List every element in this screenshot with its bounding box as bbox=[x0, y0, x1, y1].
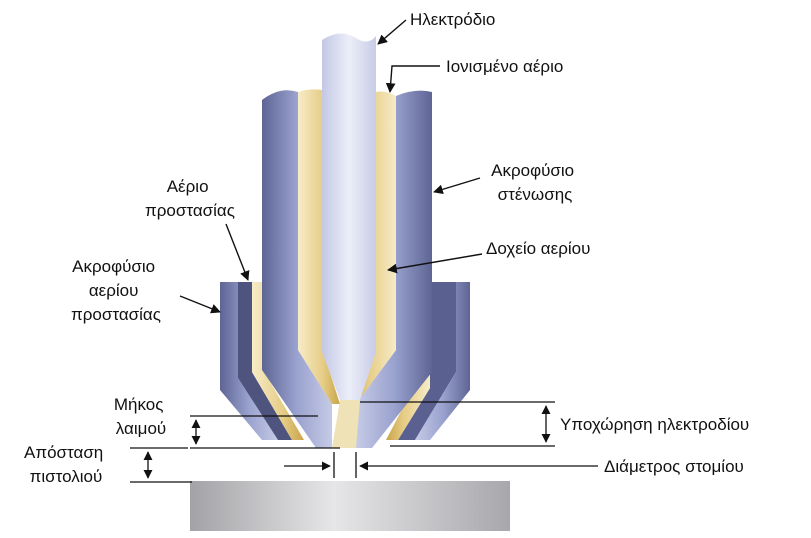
label-shielding-gas-line2: προστασίας bbox=[145, 201, 235, 220]
dimension-lines bbox=[130, 401, 598, 483]
label-electrode: Ηλεκτρόδιο bbox=[410, 10, 495, 29]
arc-plasma bbox=[332, 400, 360, 448]
label-standoff-distance-line2: πιστολιού bbox=[30, 467, 103, 486]
label-constricting-nozzle-line2: στένωσης bbox=[498, 185, 573, 204]
gas-cup bbox=[298, 89, 396, 404]
label-orifice-diameter: Διάμετρος στομίου bbox=[604, 457, 744, 476]
label-constricting-nozzle: Ακροφύσιο στένωσης bbox=[491, 161, 579, 204]
label-shielding-gas-line1: Αέριο bbox=[167, 177, 209, 196]
label-electrode-setback: Υποχώρηση ηλεκτροδίου bbox=[560, 415, 749, 434]
label-throat-length: Μήκος λαιμού bbox=[114, 395, 168, 438]
label-shielding-gas: Αέριο προστασίας bbox=[145, 177, 235, 220]
label-shielding-gas-nozzle-line1: Ακροφύσιο bbox=[72, 257, 155, 276]
workpiece bbox=[190, 481, 510, 531]
shielding-gas-nozzle bbox=[220, 282, 470, 440]
label-gas-cup: Δοχείο αερίου bbox=[486, 239, 590, 258]
label-ionized-gas: Ιονισμένο αέριο bbox=[446, 57, 563, 76]
label-throat-length-line1: Μήκος bbox=[114, 395, 164, 414]
label-pointers bbox=[179, 19, 483, 314]
label-throat-length-line2: λαιμού bbox=[116, 419, 166, 438]
label-standoff-distance-line1: Απόσταση bbox=[24, 443, 103, 462]
label-shielding-gas-nozzle-line2: αερίου bbox=[89, 281, 139, 300]
constricting-nozzle bbox=[262, 90, 432, 449]
label-constricting-nozzle-line1: Ακροφύσιο bbox=[491, 161, 574, 180]
electrode bbox=[322, 33, 376, 401]
label-standoff-distance: Απόσταση πιστολιού bbox=[24, 443, 108, 486]
label-shielding-gas-nozzle: Ακροφύσιο αερίου προστασίας bbox=[71, 257, 161, 324]
shielding-gas-flow bbox=[252, 282, 430, 440]
label-shielding-gas-nozzle-line3: προστασίας bbox=[71, 305, 161, 324]
